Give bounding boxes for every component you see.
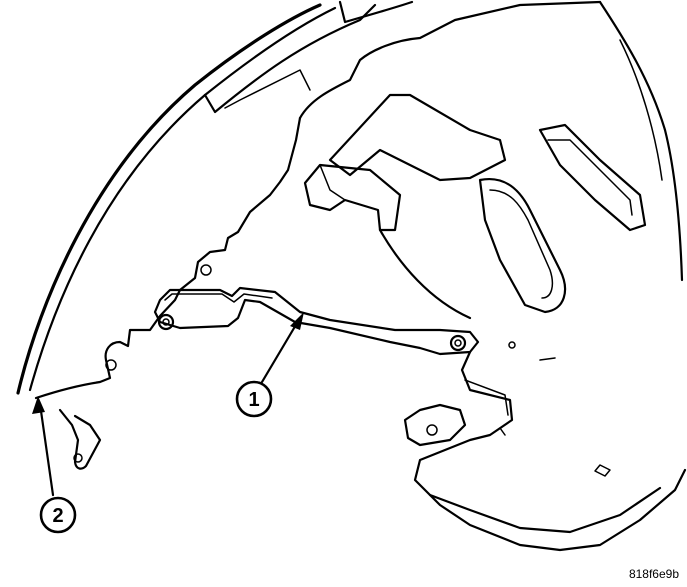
inner-structure xyxy=(298,0,684,320)
callout-1-arrowhead xyxy=(290,312,304,330)
lower-panel xyxy=(403,341,687,552)
callout-2: 2 xyxy=(32,396,77,534)
callout-2-label: 2 xyxy=(52,505,63,527)
fascia-panel xyxy=(16,0,414,470)
figure-id: 818f6e9b xyxy=(628,567,679,581)
callout-1-label: 1 xyxy=(248,389,259,411)
callout-2-arrowhead xyxy=(32,396,45,414)
bracket xyxy=(153,286,480,356)
callout-2-circle xyxy=(39,496,77,534)
callout-1-circle xyxy=(235,380,273,418)
callout-1: 1 xyxy=(235,312,304,418)
